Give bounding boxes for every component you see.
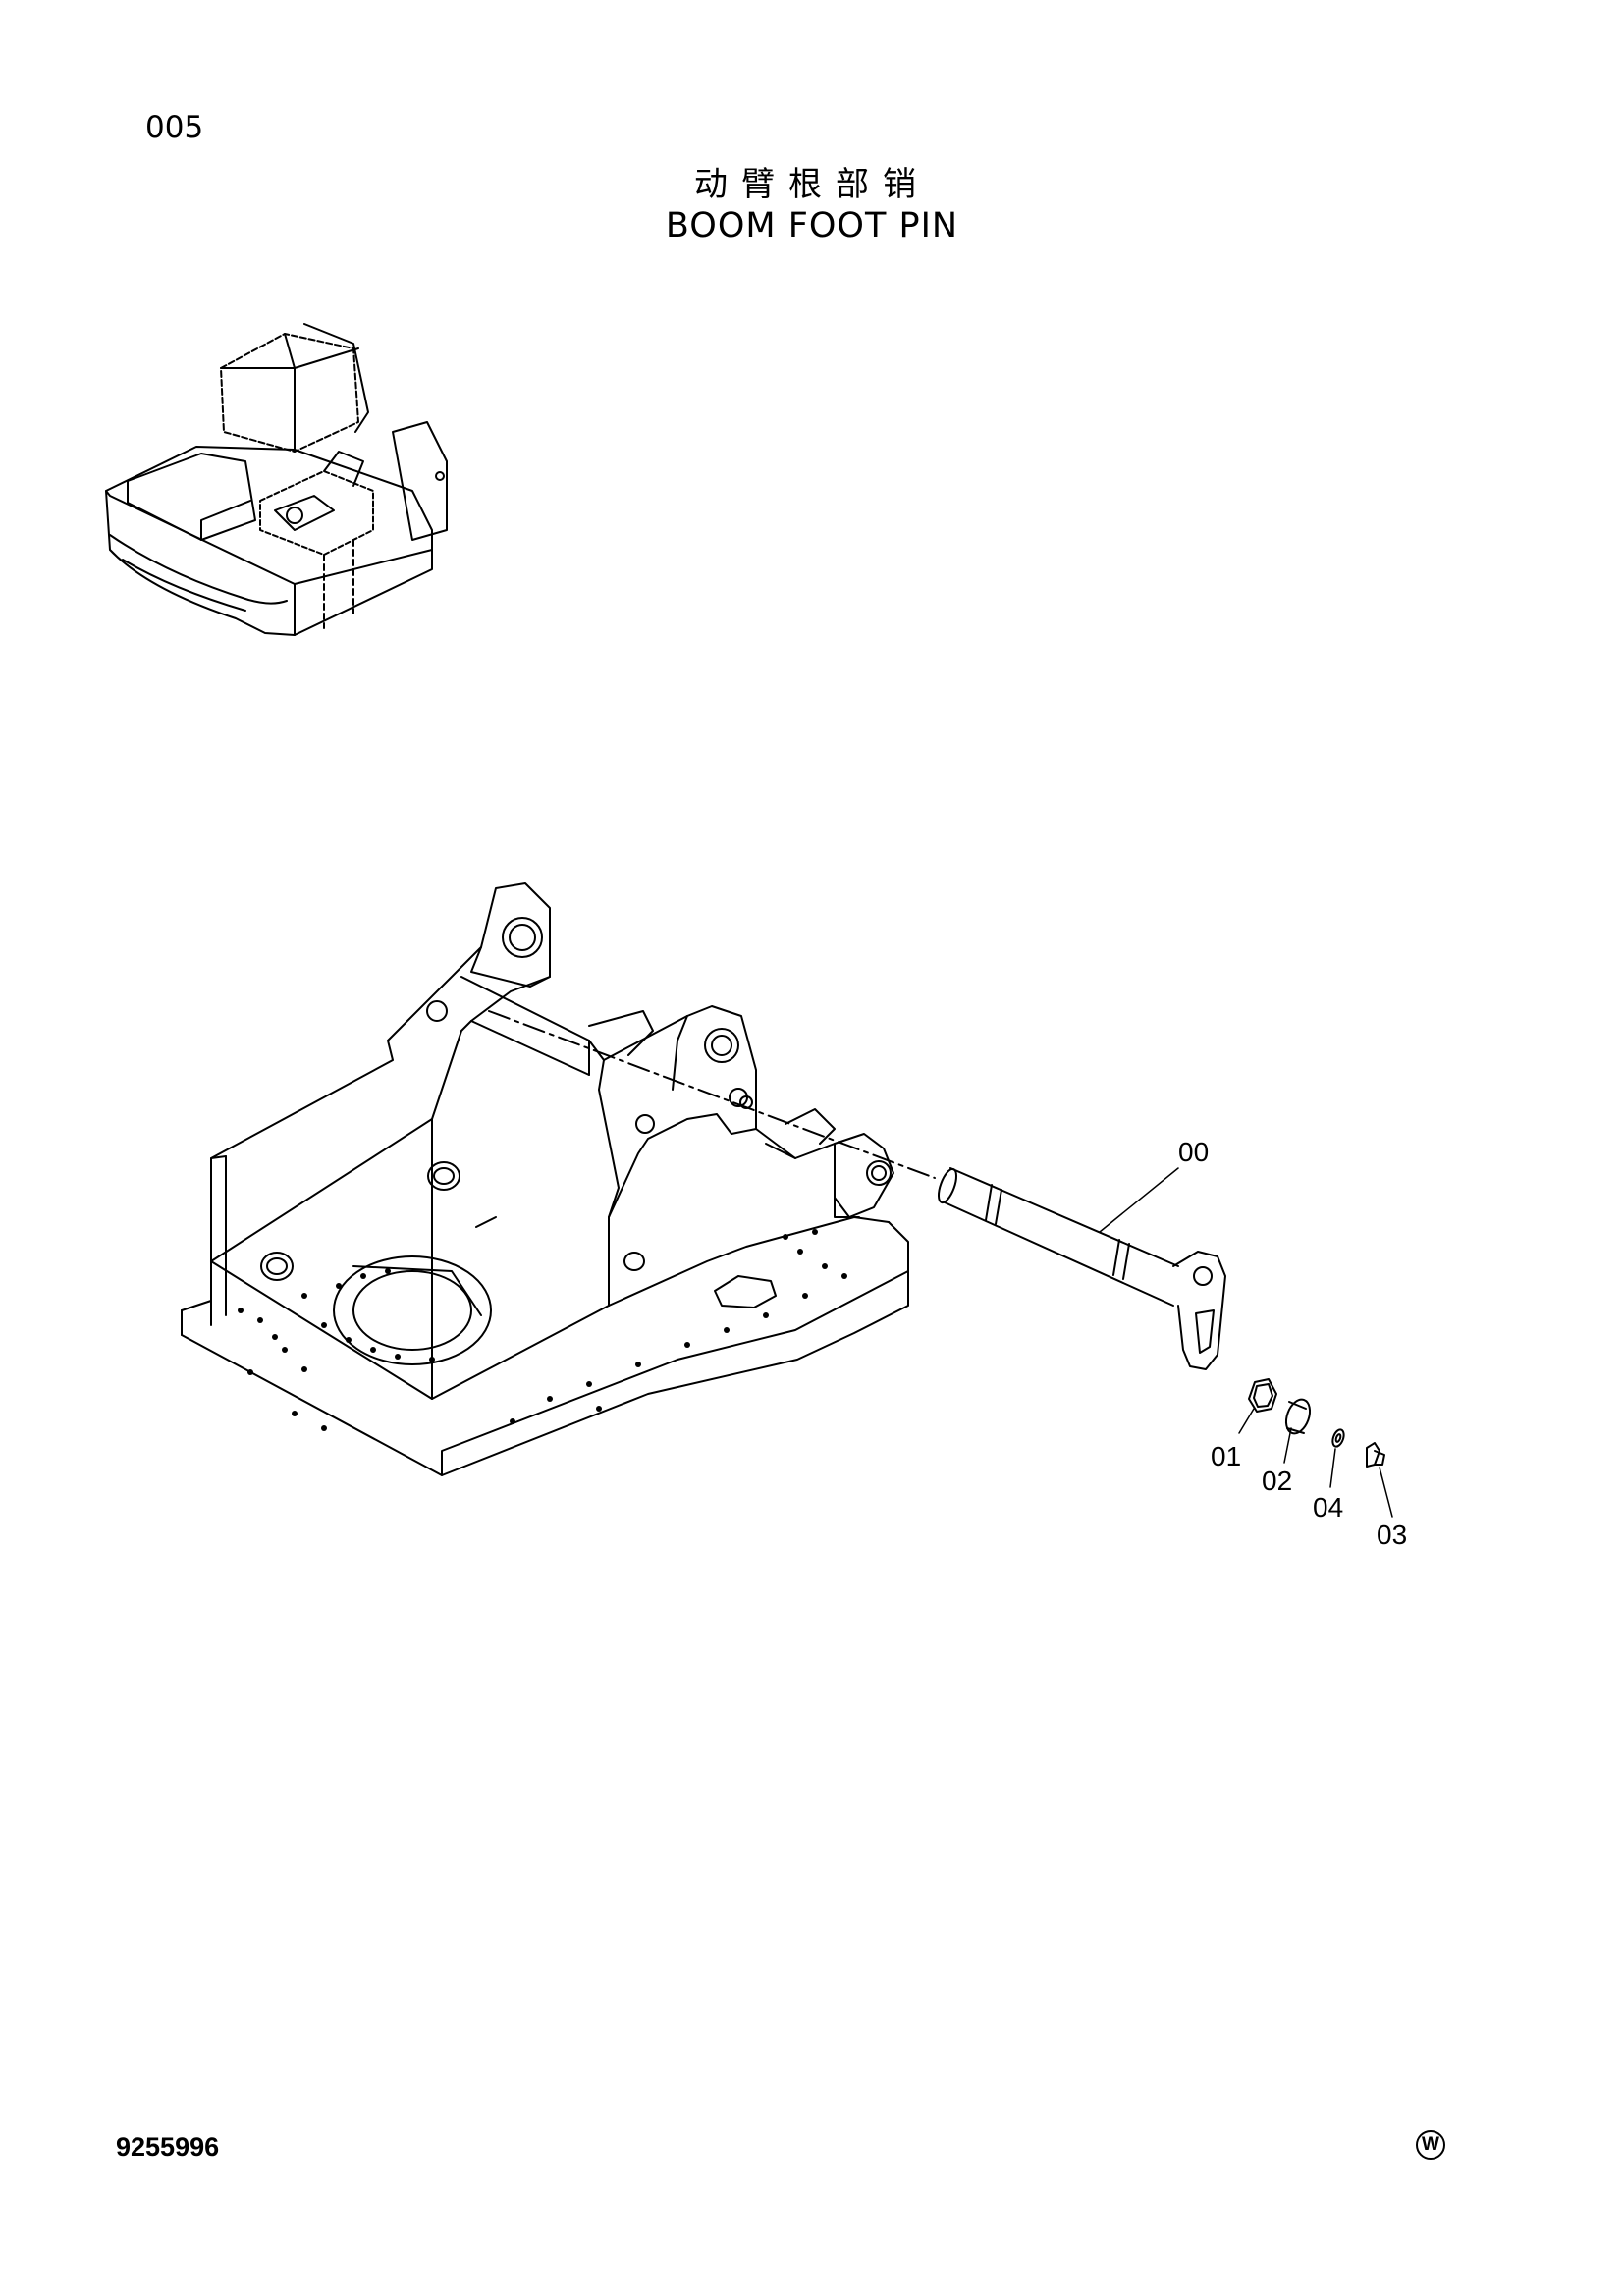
callout-label-00: 00 — [1178, 1137, 1209, 1167]
bolt-icon — [1366, 1442, 1385, 1468]
document-number: 9255996 — [116, 2132, 220, 2162]
callout-label-01: 01 — [1211, 1441, 1241, 1471]
page-title-chinese: 动臂根部销 — [694, 165, 930, 204]
pin-axis-centerline — [488, 1010, 936, 1179]
callout-labels: 00 01 02 04 03 — [1178, 1137, 1407, 1550]
excavator-upper-structure-icon — [105, 323, 448, 636]
callout-leader-lines — [1099, 1167, 1393, 1518]
square-plate-icon — [1248, 1378, 1277, 1413]
page-number: 005 — [145, 110, 204, 145]
swing-frame-body — [181, 882, 909, 1476]
lock-washer-icon — [1331, 1428, 1345, 1448]
page-title-english: BOOM FOOT PIN — [665, 206, 959, 245]
boom-foot-pin-icon — [937, 1167, 1226, 1370]
callout-label-03: 03 — [1377, 1520, 1407, 1550]
brand-mark-icon: W — [1416, 2130, 1445, 2160]
callout-label-04: 04 — [1313, 1492, 1343, 1522]
washer-icon — [1284, 1398, 1312, 1435]
callout-label-02: 02 — [1262, 1466, 1292, 1496]
base-plate-holes — [238, 1229, 847, 1431]
